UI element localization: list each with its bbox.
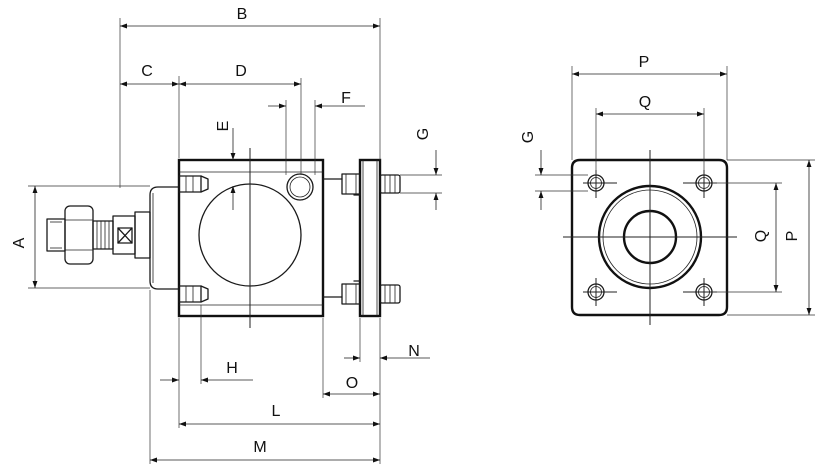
label-M: M <box>253 439 266 456</box>
end-view: P Q G Q P <box>520 54 815 325</box>
screw-top-left <box>178 175 209 193</box>
end-view-dimension-lines <box>538 71 812 315</box>
label-Q-top: Q <box>639 94 651 111</box>
label-F: F <box>341 90 351 107</box>
label-P-top: P <box>639 54 650 71</box>
label-B: B <box>237 6 248 23</box>
centerlines <box>563 150 737 325</box>
front-cap <box>149 186 180 290</box>
label-G: G <box>415 128 432 140</box>
label-C: C <box>141 63 153 80</box>
label-A: A <box>11 237 28 248</box>
label-E: E <box>215 121 232 132</box>
label-D: D <box>235 63 247 80</box>
label-N: N <box>408 343 420 360</box>
label-P-right: P <box>784 231 801 242</box>
label-G-end: G <box>520 131 537 143</box>
extension-lines <box>28 18 442 464</box>
label-L: L <box>272 403 281 420</box>
label-Q-right: Q <box>753 230 770 242</box>
screw-bottom-left <box>178 285 209 303</box>
end-view-extension-lines <box>535 66 815 316</box>
cylinder-body <box>177 148 343 328</box>
label-H: H <box>226 360 238 377</box>
side-view: B C D F E A G H L M O N <box>11 6 442 464</box>
mounting-flange <box>341 158 401 318</box>
square-flange <box>570 158 729 317</box>
label-O: O <box>346 375 358 392</box>
hex-fitting <box>46 205 151 265</box>
dimension-lines <box>32 23 439 463</box>
